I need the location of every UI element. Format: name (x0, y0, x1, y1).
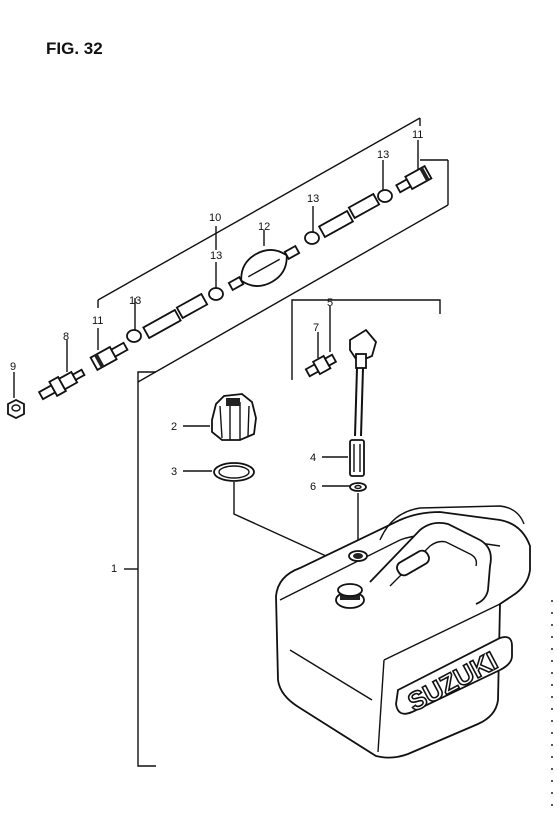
kit-bracket (124, 371, 156, 767)
callout-labels: 1 2 3 4 5 6 7 8 9 10 11 11 12 13 13 13 1… (10, 129, 423, 575)
elbow-fitting (349, 328, 377, 437)
primer-bulb (227, 244, 301, 292)
o-ring-part (213, 462, 255, 482)
hose-segment-1 (142, 308, 182, 340)
fuel-filter (349, 439, 365, 477)
fuel-tank: SUZUKI (275, 505, 531, 759)
hose-segment-2 (175, 292, 209, 320)
fuel-cap (211, 393, 257, 441)
hose-segment-4 (347, 192, 381, 220)
leader-lines (13, 140, 419, 487)
callout-2: 2 (171, 421, 177, 433)
figure-title: FIG. 32 (46, 39, 103, 58)
callout-11b: 11 (412, 129, 423, 141)
clamp-ring-1 (126, 329, 142, 343)
fitting-part (304, 353, 338, 378)
hose-connector-right (395, 164, 433, 194)
clamp-ring-4 (377, 189, 393, 203)
callout-1: 1 (111, 563, 117, 575)
callout-3: 3 (171, 466, 177, 478)
callout-13c: 13 (307, 193, 319, 205)
callout-13a: 13 (129, 295, 141, 307)
callout-12: 12 (258, 221, 270, 233)
callout-4: 4 (310, 452, 316, 464)
callout-8: 8 (63, 331, 69, 343)
hose-assembly-bracket (97, 117, 449, 383)
fitting-bracket (291, 299, 441, 380)
callout-9: 9 (10, 361, 16, 373)
callout-7: 7 (313, 322, 319, 334)
nut-part (7, 398, 25, 420)
washer-part (349, 482, 367, 492)
callout-13b: 13 (210, 250, 222, 262)
hose-connector-left (89, 341, 129, 372)
clamp-ring-2 (208, 287, 224, 301)
callout-6: 6 (310, 481, 316, 493)
callout-10: 10 (209, 212, 221, 224)
hose-segment-3 (317, 209, 355, 239)
callout-11a: 11 (92, 315, 103, 327)
clamp-ring-3 (304, 231, 320, 245)
callout-5: 5 (327, 297, 333, 309)
connector-part (37, 368, 86, 401)
callout-13d: 13 (377, 149, 389, 161)
